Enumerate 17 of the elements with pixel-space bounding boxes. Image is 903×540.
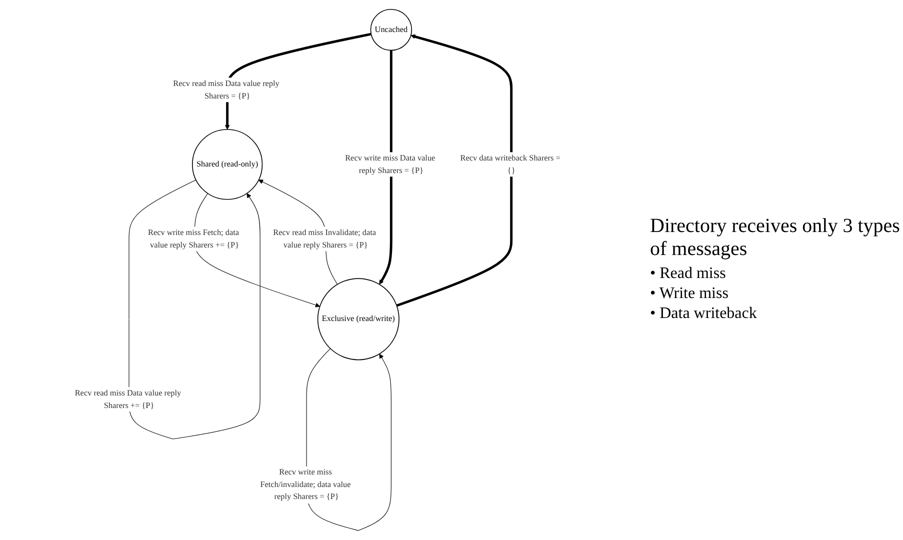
note-bullet: • Read miss xyxy=(650,265,727,283)
edge-label: Recv read miss Data value reply Sharers = {P} xyxy=(172,79,280,100)
note-bullet: • Write miss xyxy=(650,285,730,303)
note-heading: Directory receives only 3 types of messages xyxy=(650,215,900,261)
arrow xyxy=(379,50,392,285)
arrow xyxy=(224,32,372,130)
edge-label: Recv write miss Fetch; data value reply Sharers += {P} xyxy=(148,228,239,250)
edge-label: Recv data writeback Sharers = {} xyxy=(460,154,560,175)
arrow xyxy=(396,34,512,307)
edge-label: Recv read miss Data value reply Sharers += {P} xyxy=(74,388,181,410)
node-circle: Uncached xyxy=(370,8,412,51)
edge-label: Recv write miss Data value reply Sharers = {P} xyxy=(344,154,436,175)
edge-label: Recv write miss Fetch/invalidate; data value reply Sharers = {P} xyxy=(260,468,351,502)
node-circle: Shared (read-only) xyxy=(192,129,262,200)
node-circle: Exclusive (read/write) xyxy=(317,278,400,360)
note-bullet: • Data writeback xyxy=(650,305,758,323)
edge-label: Recv read miss Invalidate; data value reply Sharers = {P} xyxy=(273,228,376,250)
